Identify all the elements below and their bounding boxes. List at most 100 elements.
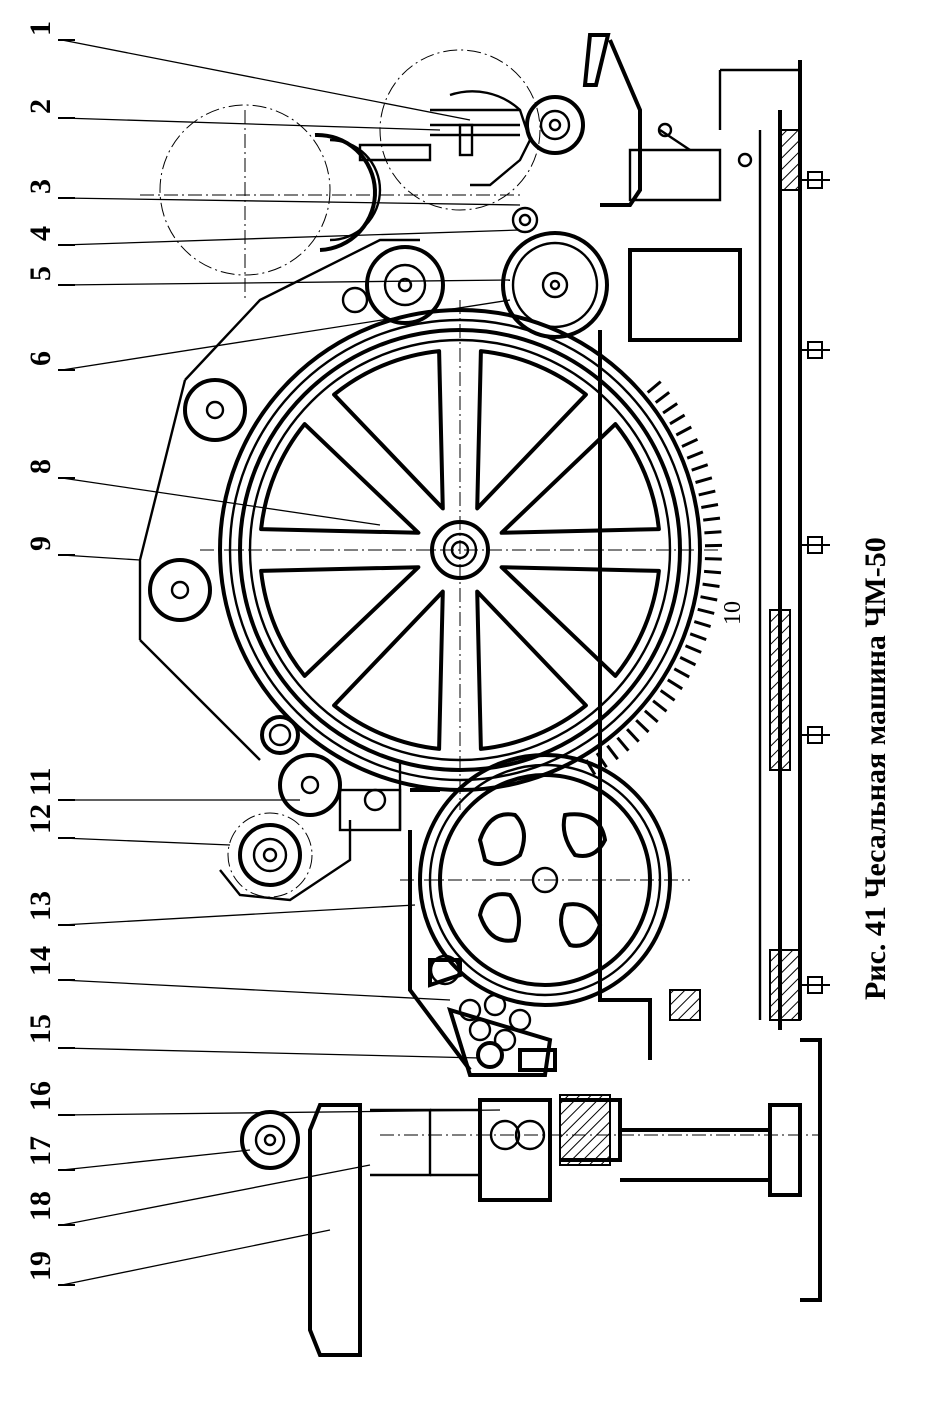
- callout-11: 11: [24, 768, 300, 800]
- callout-leader: [62, 905, 415, 925]
- base-bolt: [800, 977, 830, 993]
- flat-tooth: [699, 491, 716, 495]
- callout-leader: [62, 1230, 330, 1285]
- cylinder-window: [477, 351, 586, 508]
- doffer: [400, 755, 690, 1005]
- callout-number-12: 12: [24, 804, 57, 834]
- cylinder-window: [261, 424, 418, 533]
- callout-number-11: 11: [24, 768, 57, 796]
- callout-leader: [62, 198, 520, 205]
- callout-15: 15: [24, 1014, 480, 1058]
- callout-number-18: 18: [24, 1191, 57, 1221]
- flat-tooth: [704, 571, 721, 572]
- flat-tooth: [661, 691, 675, 701]
- callout-4: 4: [24, 226, 520, 245]
- callout-number-5: 5: [24, 266, 57, 281]
- flat-tooth: [682, 439, 698, 446]
- callout-leader: [62, 838, 230, 845]
- flat-tooth: [627, 729, 639, 741]
- callout-5: 5: [24, 266, 510, 285]
- callout-number-16: 16: [24, 1081, 57, 1111]
- callout-number-17: 17: [24, 1136, 57, 1166]
- callout-leader: [62, 555, 140, 560]
- callout-13: 13: [24, 891, 415, 925]
- callout-14: 14: [24, 946, 450, 1000]
- cylinder-window: [261, 567, 418, 676]
- base-bolt: [800, 727, 830, 743]
- callout-number-8: 8: [24, 459, 57, 474]
- inner-label-10: 10: [720, 601, 746, 625]
- callout-leader: [62, 118, 440, 130]
- base-bolts: [800, 172, 830, 993]
- flat-tooth: [690, 634, 706, 640]
- callout-number-15: 15: [24, 1014, 57, 1044]
- cylinder-window: [502, 424, 659, 533]
- grid-box: [630, 124, 751, 340]
- flat-tooth: [687, 452, 703, 458]
- callout-number-9: 9: [24, 536, 57, 551]
- flat-tooth: [674, 669, 689, 677]
- flat-tooth: [696, 478, 712, 483]
- flat-tooth: [686, 646, 702, 653]
- callout-number-19: 19: [24, 1251, 57, 1281]
- flat-tooth: [663, 404, 677, 414]
- callout-leader: [62, 1165, 370, 1225]
- callout-number-14: 14: [24, 946, 57, 976]
- flat-tooth: [653, 701, 666, 712]
- flat-tooth: [703, 584, 720, 586]
- callout-leader: [62, 1048, 480, 1058]
- callout-8: 8: [24, 459, 380, 525]
- callout-leader: [62, 230, 520, 245]
- callout-number-3: 3: [24, 179, 57, 194]
- flat-tooth: [645, 711, 658, 722]
- callout-3: 3: [24, 179, 520, 205]
- flat-tooth: [607, 746, 617, 760]
- flat-tooth: [705, 559, 722, 560]
- callout-leader: [62, 980, 450, 1000]
- callout-number-2: 2: [24, 99, 57, 114]
- callout-17: 17: [24, 1136, 250, 1170]
- flat-tooth: [656, 392, 670, 402]
- flat-tooth: [694, 622, 710, 627]
- flat-tooth: [668, 680, 682, 689]
- cylinder-window: [502, 567, 659, 676]
- flat-tooth: [701, 505, 718, 508]
- flat-tooth: [648, 382, 661, 393]
- lap-roll: [140, 50, 540, 300]
- flat-tooth: [703, 518, 720, 520]
- coiler: [242, 1040, 820, 1355]
- callout-2: 2: [24, 99, 440, 130]
- cylinder-window: [477, 592, 586, 749]
- cylinder-window: [334, 592, 443, 749]
- feed-plate: [360, 91, 530, 185]
- callout-number-13: 13: [24, 891, 57, 921]
- figure-caption: Рис. 41 Чесальная машина ЧМ-50: [859, 537, 892, 1000]
- base-bolt: [800, 172, 830, 188]
- callout-12: 12: [24, 804, 230, 845]
- flat-tooth: [676, 427, 691, 435]
- flat-tooth: [701, 597, 718, 600]
- callout-9: 9: [24, 536, 140, 560]
- flat-tooth: [680, 657, 695, 665]
- callout-19: 19: [24, 1230, 330, 1285]
- callout-leader: [62, 1150, 250, 1170]
- main-cylinder: [200, 300, 720, 810]
- stripping-rollers: [220, 717, 400, 900]
- callout-1: 1: [24, 21, 470, 120]
- callout-number-1: 1: [24, 21, 57, 36]
- flat-tooth: [698, 609, 715, 613]
- flat-tooth: [670, 415, 685, 424]
- cylinder-window: [334, 351, 443, 508]
- flat-tooth: [704, 532, 721, 533]
- callout-number-6: 6: [24, 351, 57, 366]
- callout-18: 18: [24, 1165, 370, 1225]
- callout-number-4: 4: [24, 226, 57, 241]
- flat-tooth: [618, 738, 629, 751]
- feed-roller: [527, 97, 583, 153]
- flat-tooth: [636, 720, 648, 732]
- base-bolt: [800, 537, 830, 553]
- base-bolt: [800, 342, 830, 358]
